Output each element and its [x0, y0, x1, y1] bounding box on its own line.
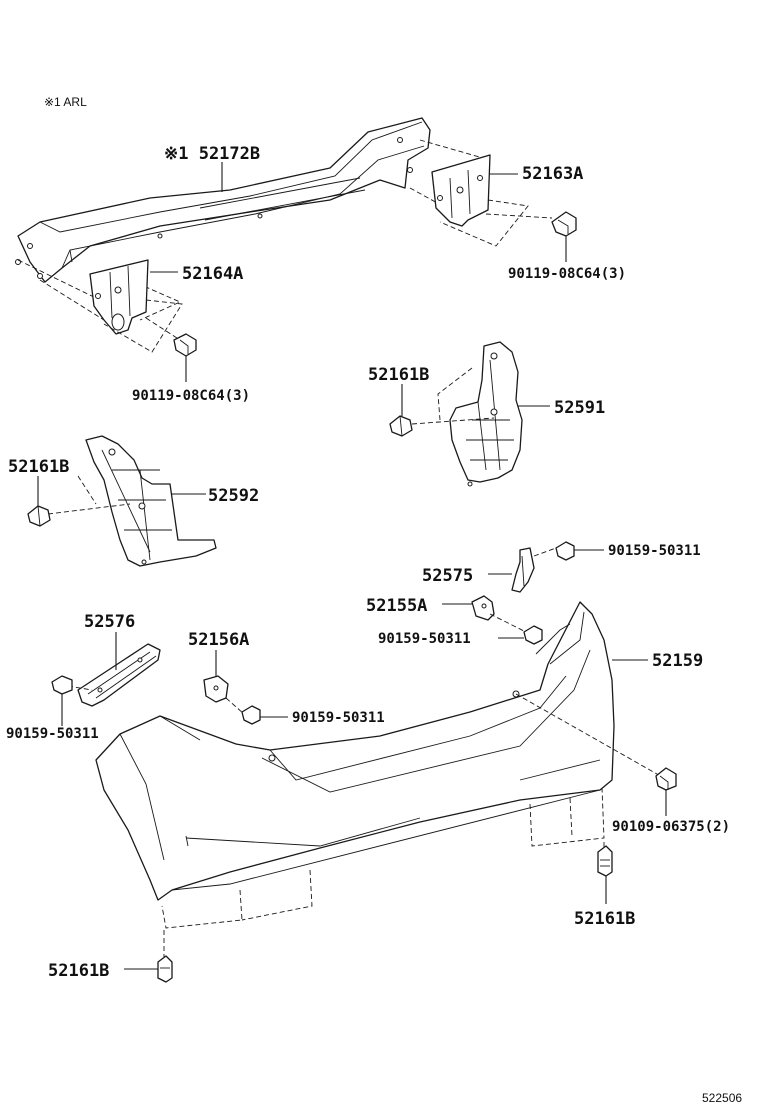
retainer-52591 — [449, 341, 523, 487]
bracket-52163a — [431, 154, 491, 227]
label-bolt-90119-right: 90119-08C64(3) — [508, 266, 626, 282]
bolt-90159-52155a — [523, 625, 543, 645]
note-text: ※1 ARL — [44, 95, 87, 109]
bolt-90159-52576 — [51, 675, 73, 695]
clip-52161b-left — [27, 505, 51, 527]
diagram-id: 522506 — [702, 1091, 742, 1105]
label-52161b-right: 52161B — [574, 909, 635, 929]
bolt-90119-right — [551, 211, 577, 237]
bolt-90119-left — [173, 333, 197, 357]
label-52161b-left: 52161B — [8, 457, 69, 477]
bumper-cover-52159 — [95, 601, 615, 901]
bolt-90159-52156a — [241, 705, 261, 725]
label-52172b: ※1 52172B — [164, 144, 260, 164]
label-52161b-mid: 52161B — [368, 365, 429, 385]
bracket-52575 — [511, 547, 535, 593]
clip-52161b-right — [597, 845, 613, 877]
label-52164a: 52164A — [182, 264, 243, 284]
retainer-52592 — [85, 435, 217, 567]
label-52155a: 52155A — [366, 596, 427, 616]
clip-52161b-bottom — [157, 955, 173, 983]
clip-52161b-mid — [389, 415, 413, 437]
label-bolt-90109: 90109-06375(2) — [612, 819, 730, 835]
label-52163a: 52163A — [522, 164, 583, 184]
bracket-52155a — [471, 595, 495, 621]
label-52591: 52591 — [554, 398, 605, 418]
label-bolt-90159-52155a: 90159-50311 — [378, 631, 471, 647]
label-bolt-90119-left: 90119-08C64(3) — [132, 388, 250, 404]
rear-bumper-reinforcement — [15, 117, 431, 283]
label-52159: 52159 — [652, 651, 703, 671]
label-52576: 52576 — [84, 612, 135, 632]
label-bolt-90159-52575: 90159-50311 — [608, 543, 701, 559]
label-52592: 52592 — [208, 486, 259, 506]
label-52161b-bottom: 52161B — [48, 961, 109, 981]
retainer-52576 — [77, 643, 161, 707]
bracket-52164a — [89, 259, 149, 335]
label-52575: 52575 — [422, 566, 473, 586]
label-bolt-90159-52576: 90159-50311 — [6, 726, 99, 742]
label-bolt-90159-52156a: 90159-50311 — [292, 710, 385, 726]
bolt-90109 — [655, 767, 677, 791]
bracket-52156a — [203, 675, 229, 703]
bolt-90159-52575 — [555, 541, 575, 561]
label-52156a: 52156A — [188, 630, 249, 650]
